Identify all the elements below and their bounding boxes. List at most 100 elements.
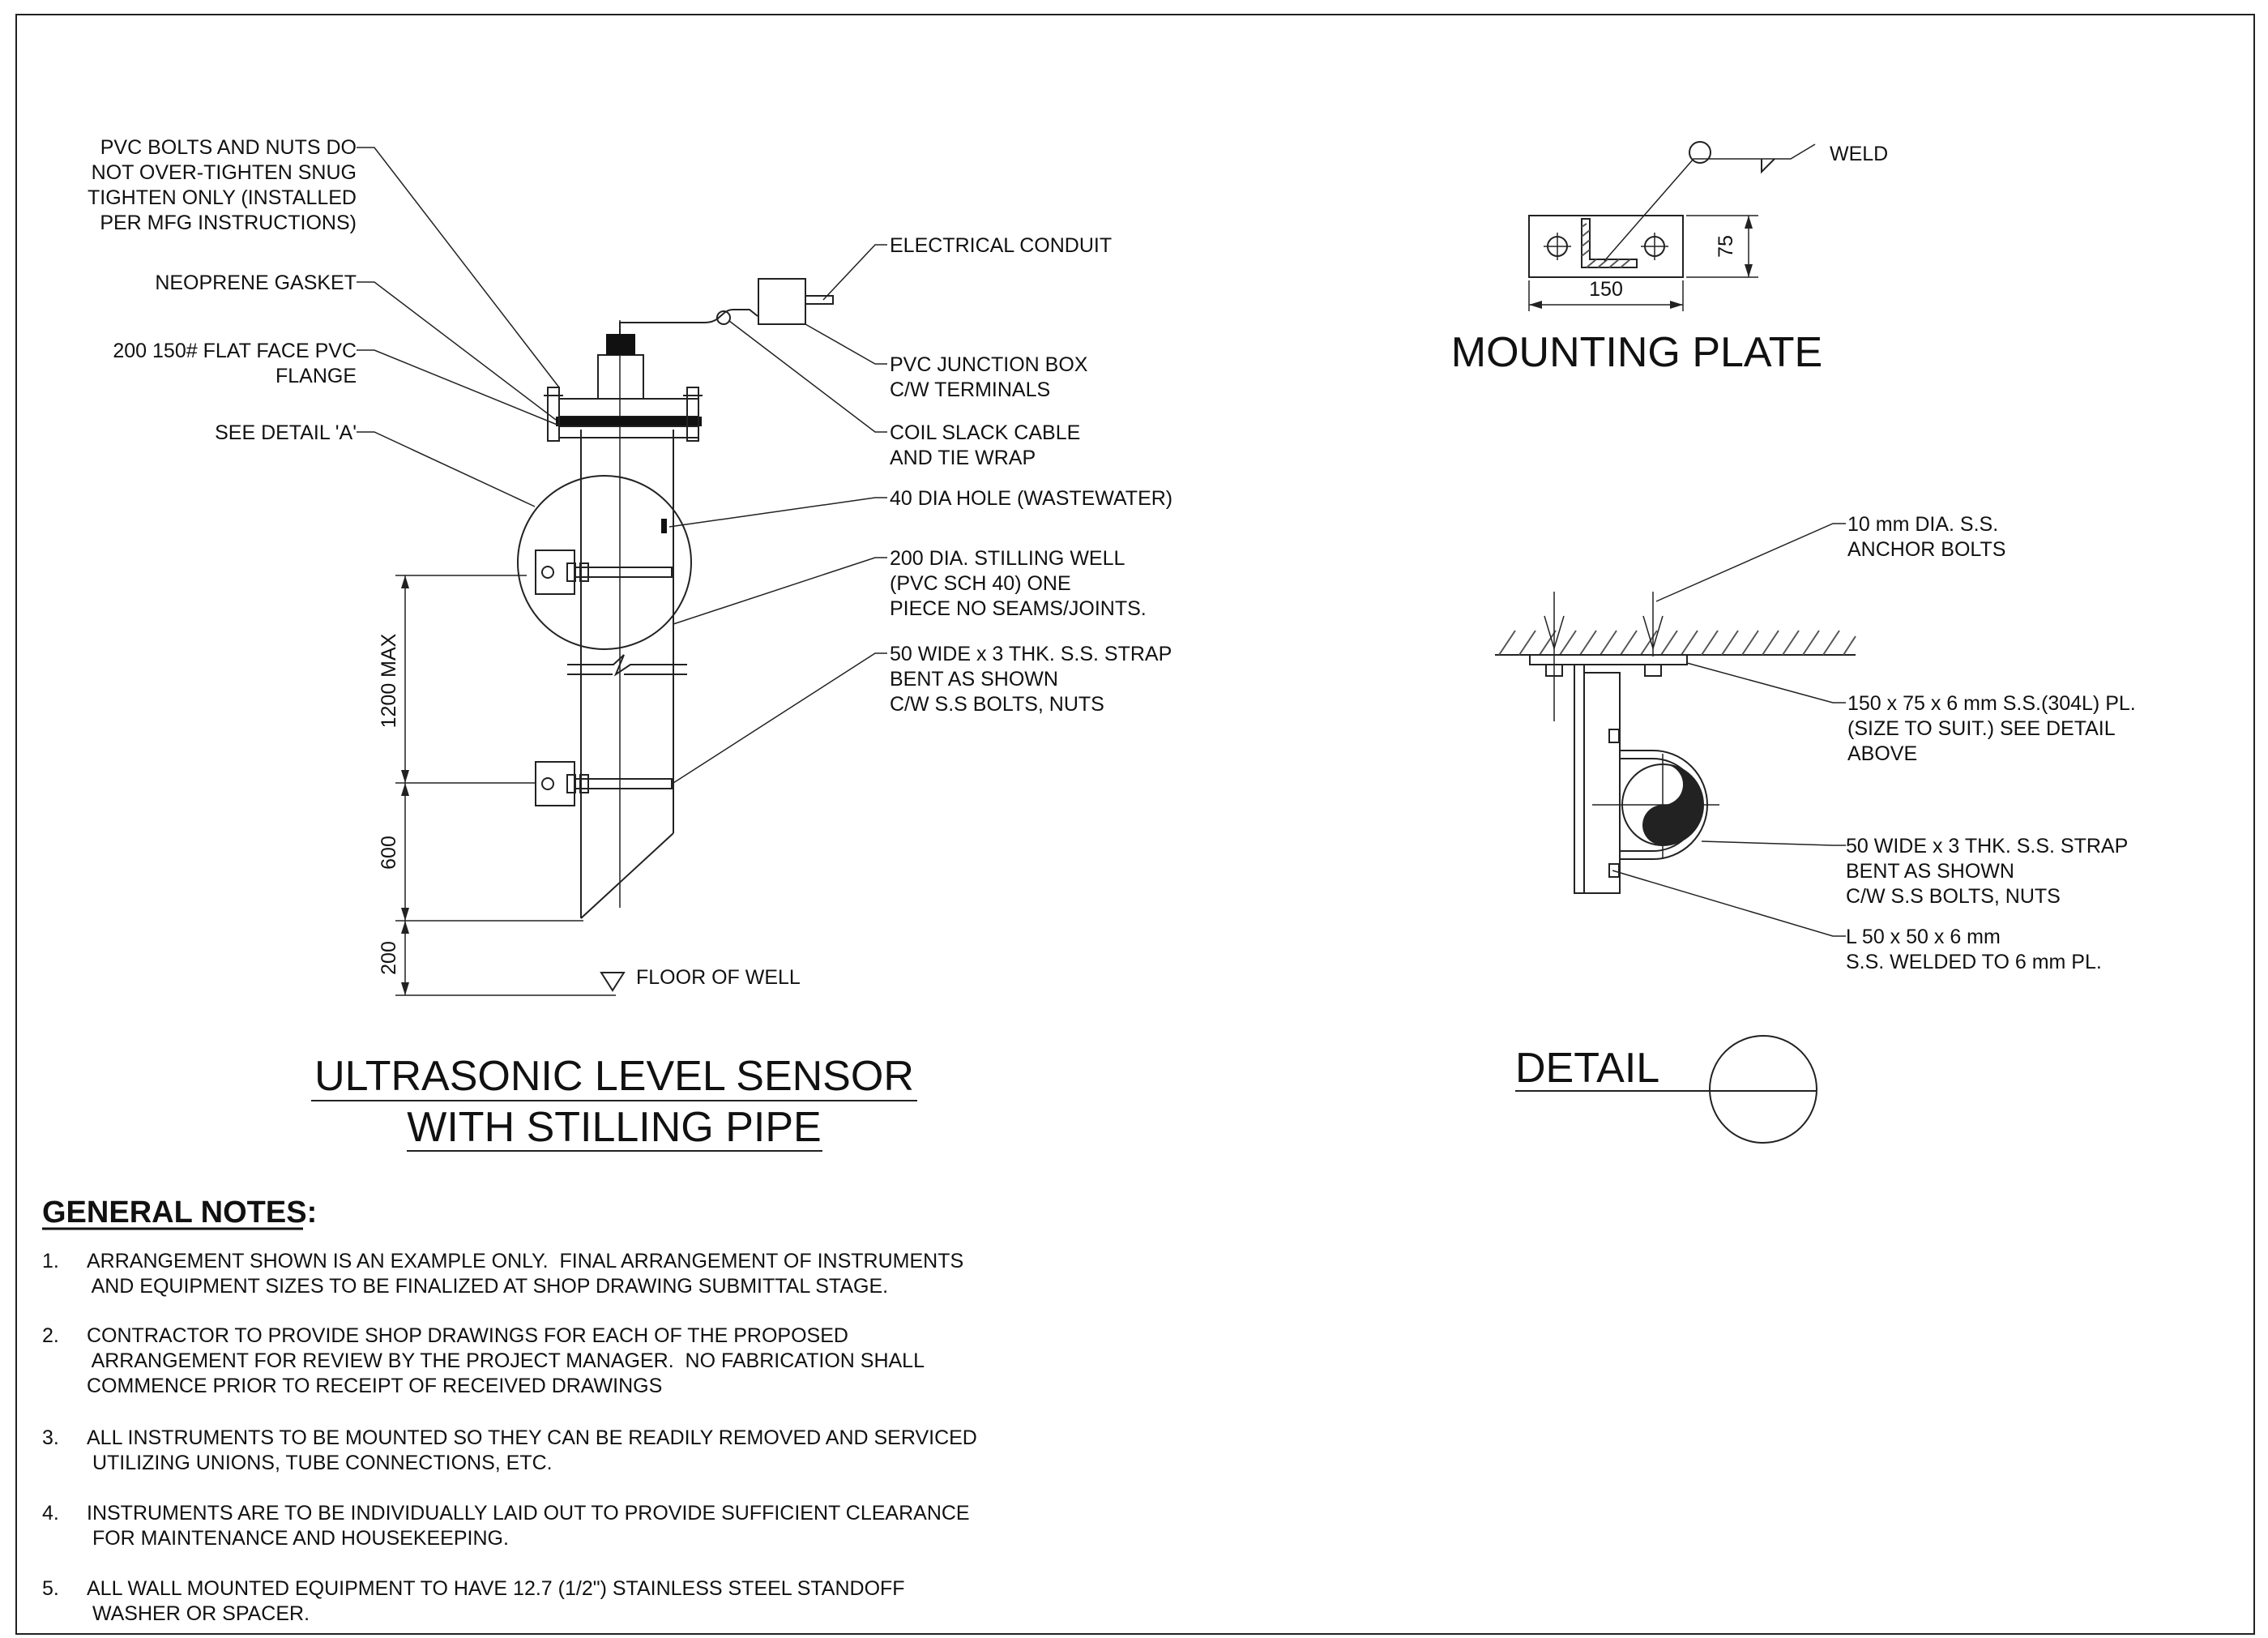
- svg-text:ARRANGEMENT FOR REVIEW BY THE: ARRANGEMENT FOR REVIEW BY THE PROJECT MA…: [87, 1349, 925, 1372]
- note-item: 2. CONTRACTOR TO PROVIDE SHOP DRAWINGS F…: [42, 1324, 925, 1397]
- callout-flange: 200 150# FLAT FACE PVC FLANGE: [113, 340, 357, 387]
- svg-text:PVC BOLTS AND NUTS DO: PVC BOLTS AND NUTS DO: [100, 136, 357, 159]
- callout-strap: 50 WIDE x 3 THK. S.S. STRAP BENT AS SHOW…: [890, 643, 1172, 716]
- callout-see-detail: SEE DETAIL 'A': [215, 421, 357, 444]
- callout-coil-slack: COIL SLACK CABLE AND TIE WRAP: [890, 421, 1080, 469]
- flange-bolt-right: [686, 387, 699, 442]
- detail-title-block: DETAIL: [1515, 1035, 1817, 1144]
- leader-detail-strap: [1701, 840, 1846, 846]
- notes-title: GENERAL NOTES:: [42, 1195, 317, 1230]
- dim-600-label: 600: [378, 836, 400, 870]
- callout-detail-plate: 150 x 75 x 6 mm S.S.(304L) PL. (SIZE TO …: [1847, 692, 2136, 765]
- svg-text:AND EQUIPMENT SIZES TO BE FINA: AND EQUIPMENT SIZES TO BE FINALIZED AT S…: [87, 1275, 888, 1298]
- svg-text:150 x 75 x 6 mm S.S.(304L) PL.: 150 x 75 x 6 mm S.S.(304L) PL.: [1847, 692, 2136, 715]
- callout-pvc-bolts: PVC BOLTS AND NUTS DO NOT OVER-TIGHTEN S…: [88, 136, 357, 234]
- svg-text:50 WIDE x 3 THK. S.S. STRAP: 50 WIDE x 3 THK. S.S. STRAP: [1846, 835, 2128, 857]
- leader-flange: [357, 349, 560, 426]
- detail-a: [1495, 523, 1856, 937]
- svg-text:PVC JUNCTION BOX: PVC JUNCTION BOX: [890, 353, 1088, 376]
- svg-text:(PVC SCH 40) ONE: (PVC SCH 40) ONE: [890, 572, 1071, 595]
- callout-junction-box: PVC JUNCTION BOX C/W TERMINALS: [890, 353, 1088, 401]
- svg-text:C/W S.S BOLTS, NUTS: C/W S.S BOLTS, NUTS: [890, 693, 1104, 716]
- note-item: 4. INSTRUMENTS ARE TO BE INDIVIDUALLY LA…: [42, 1502, 970, 1550]
- leader-anchor-bolts: [1655, 523, 1846, 602]
- general-notes: GENERAL NOTES: 1. ARRANGEMENT SHOWN IS A…: [42, 1195, 977, 1625]
- detail-title: DETAIL: [1515, 1045, 1659, 1092]
- pipe-break-symbol: [567, 654, 687, 677]
- svg-text:COIL SLACK CABLE: COIL SLACK CABLE: [890, 421, 1080, 444]
- leader-gasket: [357, 281, 557, 421]
- svg-text:L 50 x 50 x 6 mm: L 50 x 50 x 6 mm: [1846, 926, 2001, 948]
- svg-text:ALL WALL MOUNTED EQUIPMENT TO: ALL WALL MOUNTED EQUIPMENT TO HAVE 12.7 …: [87, 1577, 905, 1600]
- sensor-cable: [619, 309, 758, 334]
- coil-slack-loop: [716, 310, 731, 325]
- floor-symbol: [600, 972, 626, 992]
- svg-text:50 WIDE x 3 THK. S.S. STRAP: 50 WIDE x 3 THK. S.S. STRAP: [890, 643, 1172, 665]
- note-item: 3. ALL INSTRUMENTS TO BE MOUNTED SO THEY…: [42, 1426, 977, 1474]
- leader-conduit: [822, 244, 887, 301]
- svg-text:PIECE NO SEAMS/JOINTS.: PIECE NO SEAMS/JOINTS.: [890, 597, 1147, 620]
- callout-stilling-well: 200 DIA. STILLING WELL (PVC SCH 40) ONE …: [890, 547, 1147, 620]
- svg-text:FLANGE: FLANGE: [275, 365, 357, 387]
- svg-text:ULTRASONIC LEVEL SENSOR: ULTRASONIC LEVEL SENSOR: [314, 1053, 914, 1100]
- detail-plate: [1529, 654, 1688, 665]
- floor-label: FLOOR OF WELL: [636, 966, 801, 989]
- svg-text:WASHER OR SPACER.: WASHER OR SPACER.: [87, 1602, 310, 1625]
- wastewater-hole: [661, 519, 667, 533]
- svg-text:(SIZE TO SUIT.) SEE DETAIL: (SIZE TO SUIT.) SEE DETAIL: [1847, 717, 2116, 740]
- svg-text:200 DIA. STILLING WELL: 200 DIA. STILLING WELL: [890, 547, 1125, 570]
- sensor-cap: [606, 334, 635, 355]
- dim-150-label: 150: [1589, 278, 1623, 301]
- leader-strap: [673, 652, 887, 784]
- anchor-bolt-right: [1644, 664, 1662, 677]
- dim-1200-label: 1200 MAX: [378, 633, 400, 728]
- mounting-plate-title: MOUNTING PLATE: [1451, 329, 1822, 376]
- svg-text:C/W S.S BOLTS, NUTS: C/W S.S BOLTS, NUTS: [1846, 885, 2061, 908]
- svg-text:10 mm DIA. S.S.: 10 mm DIA. S.S.: [1847, 513, 1998, 536]
- callout-detail-strap: 50 WIDE x 3 THK. S.S. STRAP BENT AS SHOW…: [1846, 835, 2128, 908]
- svg-text:NEOPRENE GASKET: NEOPRENE GASKET: [155, 272, 357, 294]
- svg-text:1.: 1.: [42, 1250, 59, 1272]
- leader-plate: [1686, 662, 1846, 704]
- svg-text:BENT AS SHOWN: BENT AS SHOWN: [1846, 860, 2014, 883]
- weld-leader: [1604, 143, 1816, 262]
- callout-hole: 40 DIA HOLE (WASTEWATER): [890, 487, 1172, 510]
- svg-text:2.: 2.: [42, 1324, 59, 1347]
- svg-text:NOT OVER-TIGHTEN SNUG: NOT OVER-TIGHTEN SNUG: [92, 161, 357, 184]
- svg-text:4.: 4.: [42, 1502, 59, 1525]
- dim-200-label: 200: [378, 941, 400, 975]
- svg-text:TIGHTEN ONLY (INSTALLED: TIGHTEN ONLY (INSTALLED: [88, 186, 357, 209]
- sensor-elevation: 1200 MAX 600 200 FLOOR OF WELL: [357, 147, 887, 996]
- callout-anchor-bolts: 10 mm DIA. S.S. ANCHOR BOLTS: [1847, 513, 2005, 561]
- leader-hole: [668, 497, 887, 528]
- callout-detail-angle: L 50 x 50 x 6 mm S.S. WELDED TO 6 mm PL.: [1846, 926, 2102, 973]
- electrical-conduit: [805, 295, 834, 305]
- angle-section: [1581, 218, 1638, 268]
- svg-text:C/W TERMINALS: C/W TERMINALS: [890, 378, 1050, 401]
- svg-text:3.: 3.: [42, 1426, 59, 1449]
- pvc-junction-box: [758, 278, 806, 325]
- svg-text:ALL INSTRUMENTS TO BE MOUNTED: ALL INSTRUMENTS TO BE MOUNTED SO THEY CA…: [87, 1426, 977, 1449]
- weld-label: WELD: [1830, 143, 1888, 165]
- svg-text:ABOVE: ABOVE: [1847, 742, 1917, 765]
- svg-text:WITH STILLING PIPE: WITH STILLING PIPE: [407, 1104, 821, 1151]
- svg-text:ANCHOR BOLTS: ANCHOR BOLTS: [1847, 538, 2005, 561]
- leader-angle: [1612, 870, 1846, 937]
- svg-text:40 DIA HOLE (WASTEWATER): 40 DIA HOLE (WASTEWATER): [890, 487, 1172, 510]
- svg-text:FOR MAINTENANCE AND HOUSEKEEPI: FOR MAINTENANCE AND HOUSEKEEPING.: [87, 1527, 509, 1550]
- svg-text:INSTRUMENTS ARE TO BE INDIVIDU: INSTRUMENTS ARE TO BE INDIVIDUALLY LAID …: [87, 1502, 970, 1525]
- sheet-border: [15, 14, 2255, 1635]
- dim-75-label: 75: [1715, 235, 1737, 258]
- weld-symbol: [1761, 158, 1775, 174]
- leader-see-detail: [357, 431, 536, 507]
- leader-junction-box: [805, 323, 887, 365]
- svg-text:ARRANGEMENT SHOWN IS AN EXAMPL: ARRANGEMENT SHOWN IS AN EXAMPLE ONLY. FI…: [87, 1250, 963, 1272]
- pvc-flange: [558, 398, 699, 417]
- pipe-bevel-cut: [580, 832, 674, 919]
- svg-text:PER MFG INSTRUCTIONS): PER MFG INSTRUCTIONS): [100, 212, 357, 234]
- svg-text:SEE DETAIL 'A': SEE DETAIL 'A': [215, 421, 357, 444]
- svg-text:200 150# FLAT FACE PVC: 200 150# FLAT FACE PVC: [113, 340, 357, 362]
- neoprene-gasket: [556, 417, 702, 426]
- svg-text:ELECTRICAL CONDUIT: ELECTRICAL CONDUIT: [890, 234, 1112, 257]
